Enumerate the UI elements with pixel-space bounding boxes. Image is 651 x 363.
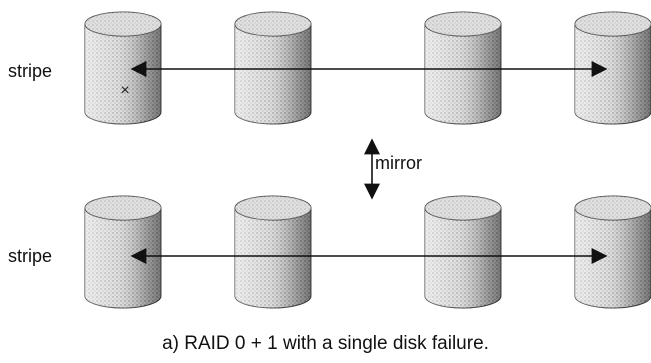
disk-shading bbox=[575, 24, 651, 124]
mirror-label: mirror bbox=[375, 153, 422, 173]
figure-caption: a) RAID 0 + 1 with a single disk failure… bbox=[162, 333, 489, 354]
disk-top-texture bbox=[575, 196, 651, 220]
disk-top-1 bbox=[84, 11, 162, 125]
disk-shading bbox=[85, 208, 161, 308]
disk-top-3 bbox=[424, 11, 502, 125]
disk-bottom-2 bbox=[234, 195, 312, 309]
disk-shading bbox=[425, 208, 501, 308]
disk-top-texture bbox=[575, 12, 651, 36]
disk-shading bbox=[575, 208, 651, 308]
failed-disk-mark: × bbox=[120, 82, 129, 99]
disk-bottom-1 bbox=[84, 195, 162, 309]
disk-top-texture bbox=[425, 12, 501, 36]
stripe-label-top: stripe bbox=[8, 61, 53, 81]
disk-top-2 bbox=[234, 11, 312, 125]
disk-top-4 bbox=[574, 11, 651, 125]
disk-shading bbox=[425, 24, 501, 124]
disk-top-texture bbox=[425, 196, 501, 220]
disk-shading bbox=[235, 208, 311, 308]
disk-shading bbox=[85, 24, 161, 124]
disk-top-texture bbox=[85, 196, 161, 220]
disk-bottom-4 bbox=[574, 195, 651, 309]
disk-top-texture bbox=[235, 196, 311, 220]
disk-top-texture bbox=[85, 12, 161, 36]
disk-bottom-3 bbox=[424, 195, 502, 309]
disk-top-texture bbox=[235, 12, 311, 36]
disk-shading bbox=[235, 24, 311, 124]
stripe-label-bottom: stripe bbox=[8, 246, 53, 266]
